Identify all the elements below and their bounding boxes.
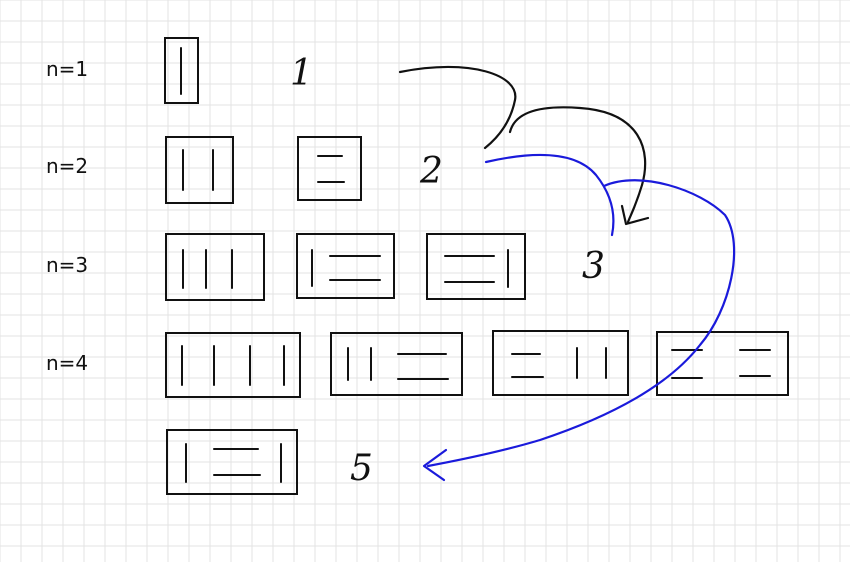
row-label-n1: n=1: [46, 57, 88, 81]
arrow-from-2: [508, 106, 647, 224]
row-label-n2: n=2: [46, 154, 88, 178]
recurrence-arrows-black: [398, 65, 650, 226]
tiling-box: [426, 233, 526, 300]
arrow-from-1: [398, 65, 517, 150]
arrowhead-blue: [422, 448, 448, 482]
tilings: [164, 37, 789, 495]
tiling-box: [164, 37, 199, 104]
tiling-box: [492, 330, 629, 396]
arrowhead-black: [620, 204, 650, 226]
arrow-from-3-blue: [426, 179, 736, 468]
arrow-from-2-blue: [484, 153, 615, 237]
count-n1: 1: [290, 53, 313, 94]
tiling-box: [330, 332, 463, 396]
row-label-n3: n=3: [46, 253, 88, 277]
tiling-box: [165, 233, 265, 301]
tiling-counts: 1 2 3 5: [290, 53, 605, 489]
tiling-box: [297, 136, 362, 201]
tiling-box: [165, 332, 301, 398]
tiling-box: [296, 233, 395, 299]
row-labels: n=1 n=2 n=3 n=4: [46, 57, 88, 375]
tiling-box: [656, 331, 789, 396]
tiling-box: [165, 136, 234, 204]
count-n4: 5: [350, 448, 373, 489]
row-label-n4: n=4: [46, 351, 88, 375]
count-n3: 3: [582, 246, 605, 287]
count-n2: 2: [419, 151, 443, 192]
recurrence-arrows-blue: [422, 153, 736, 482]
tiling-box: [166, 429, 298, 495]
